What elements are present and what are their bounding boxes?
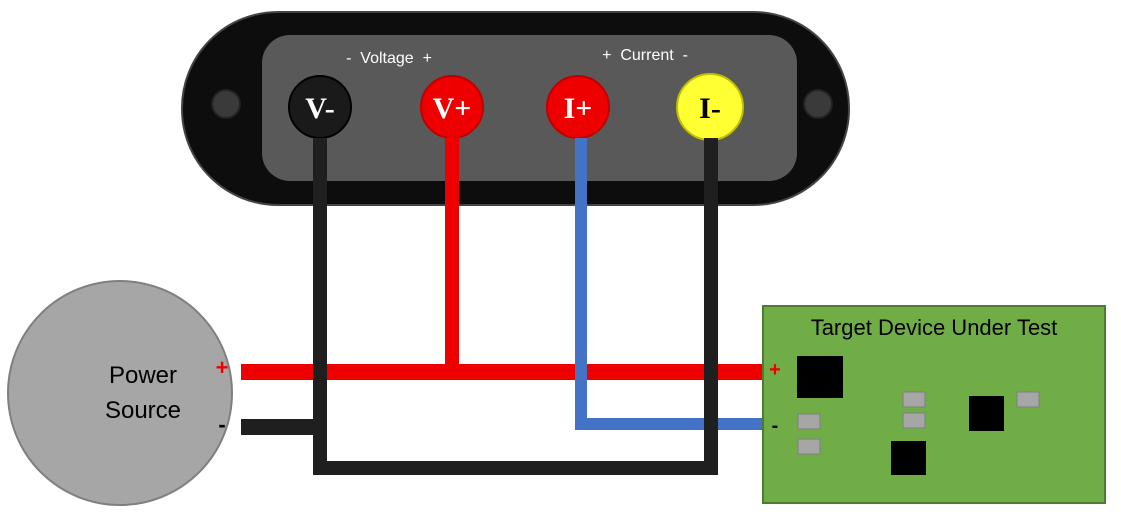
smd-component — [902, 412, 926, 429]
current-label: + Current - — [602, 47, 688, 64]
power-source-label-line2: Source — [105, 397, 181, 424]
meter-face-panel — [262, 35, 797, 181]
smd-component — [1016, 391, 1040, 408]
target-minus-label: - — [772, 415, 779, 437]
chip-medium — [969, 396, 1004, 431]
target-device: Target Device Under Test + - — [762, 305, 1106, 504]
target-plus-label: + — [769, 359, 781, 381]
right-mounting-hole-icon — [803, 89, 833, 119]
terminal-v-minus-label: V- — [305, 92, 334, 125]
terminal-i-plus-label: I+ — [564, 92, 593, 125]
blue-wire-i-plus — [575, 138, 762, 430]
wires — [241, 138, 762, 475]
left-mounting-hole-icon — [211, 89, 241, 119]
power-source-body — [7, 280, 233, 506]
smd-component — [902, 391, 926, 408]
voltage-label: - Voltage + — [346, 50, 432, 67]
target-board — [762, 305, 1106, 504]
chip-large — [797, 356, 843, 398]
target-device-title: Target Device Under Test — [811, 315, 1058, 340]
terminal-v-plus-label: V+ — [433, 92, 472, 125]
black-wire-return-loop — [313, 138, 718, 475]
terminal-i-minus-label: I- — [699, 92, 721, 125]
power-source-label-line1: Power — [109, 362, 177, 389]
smd-component — [797, 438, 821, 455]
chip-small — [891, 441, 926, 475]
multimeter-device: - Voltage + + Current - V- V+ I+ I- — [181, 11, 850, 206]
power-source-plus-label: + — [216, 355, 229, 380]
smd-component — [797, 413, 821, 430]
power-source: Power Source + - — [7, 280, 233, 506]
power-source-minus-label: - — [218, 412, 225, 437]
